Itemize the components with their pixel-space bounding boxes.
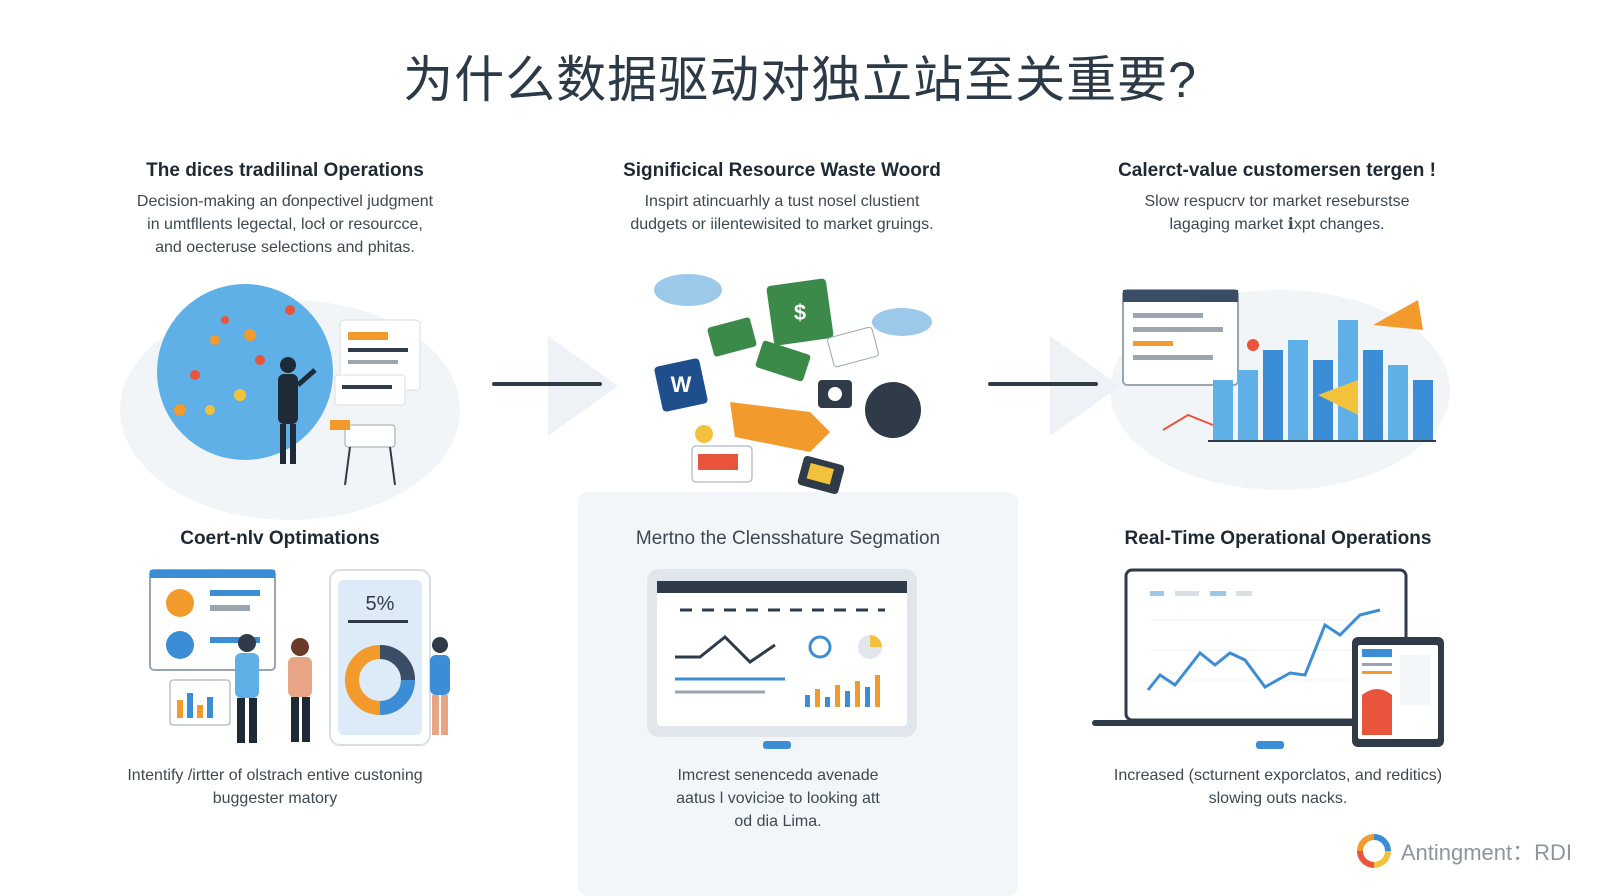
arrow-shape: [548, 336, 618, 436]
caption-segmation: Imcrest senencedɑ avenade aatus l vovici…: [568, 764, 988, 833]
caption-line: Increased (scturnent exporclatos, and re…: [1113, 767, 1443, 784]
caption-line: aatus l voviciɔe to looking att: [676, 790, 880, 807]
caption-line: od dia Lima.: [734, 813, 822, 830]
description-line: Slow respucrv tor market reseburstse: [1144, 193, 1410, 210]
realtime-laptop-illustration: [1092, 568, 1444, 749]
section-heading: Calerct-value customersen tergen !: [1118, 160, 1436, 181]
caption-line: slowing outs nacks.: [1208, 790, 1348, 807]
description-line: lagaging market ℹxpt changes.: [1169, 216, 1385, 233]
team-dashboard-illustration: 5%: [149, 569, 450, 746]
connector-line: [492, 382, 602, 386]
description-line: Inspirt atincuarhly a tust nosel clustie…: [644, 193, 920, 210]
description-line: dudgets or iilentewisited to market grui…: [630, 216, 934, 233]
section-heading: Coert-nlv Optimations: [180, 528, 380, 549]
section-description: Inspirt atincuarhly a tust nosel clustie…: [572, 190, 992, 236]
description-line: and oecteruse selections and phitas.: [155, 239, 415, 256]
section-caption: Intentify /irtter of olstrach entive cus…: [65, 764, 485, 810]
ring-logo-icon: [1356, 834, 1391, 868]
arrow-shape: [1050, 336, 1120, 436]
description-line: in umtfllents legectal, locł or resourcc…: [147, 216, 423, 233]
section-heading: Significical Resource Waste Woord: [623, 160, 941, 181]
segmentation-dashboard-illustration: [647, 569, 917, 749]
caption-line: Intentify /irtter of olstrach entive cus…: [127, 767, 423, 784]
section-heading: Real-Time Operational Operations: [1124, 528, 1432, 549]
connector-line: [988, 382, 1098, 386]
section-heading: Mertno the Clensshature Segmation: [635, 528, 941, 549]
section-description: Slow respucrv tor market reseburstse lag…: [1067, 190, 1487, 236]
word-label: W: [671, 372, 692, 397]
section-segmation: Mertno the Clensshature Segmation: [578, 528, 998, 550]
page-title: 为什么数据驱动对独立站至关重要?: [403, 52, 1197, 108]
section-traditional-operations: The dices tradilinal Operations Decision…: [75, 160, 495, 259]
caption-realtime: Increased (scturnent exporclatos, and re…: [1068, 764, 1488, 810]
brand-watermark: Antingment：RDI: [1356, 834, 1572, 868]
description-line: Decision-making an ɗonpectivel judgment: [136, 193, 434, 210]
caption-line: buggester matory: [212, 790, 338, 807]
caption-optimations: Intentify /irtter of olstrach entive cus…: [65, 764, 485, 810]
resource-waste-illustration: $ W: [654, 274, 932, 495]
dollar-label: $: [794, 300, 806, 325]
section-realtime-operations: Real-Time Operational Operations: [1068, 528, 1488, 550]
brand-name: Antingment：RDI: [1400, 840, 1572, 865]
section-caption: Imcrest senencedɑ avenade aatus l vovici…: [568, 764, 988, 833]
section-customer-target: Calerct-value customersen tergen ! Slow …: [1067, 160, 1487, 236]
section-description: Decision-making an ɗonpectivel judgment …: [75, 190, 495, 259]
percent-label: 5%: [366, 593, 395, 615]
caption-line: Imcrest senencedɑ avenade: [677, 767, 879, 784]
globe-presenter-illustration: [157, 284, 421, 486]
section-optimations: Coert-nlv Optimations: [70, 528, 490, 550]
section-resource-waste: Significical Resource Waste Woord Inspir…: [572, 160, 992, 236]
section-caption: Increased (scturnent exporclatos, and re…: [1068, 764, 1488, 810]
section-heading: The dices tradilinal Operations: [146, 160, 424, 181]
market-chart-illustration: [1122, 289, 1436, 442]
